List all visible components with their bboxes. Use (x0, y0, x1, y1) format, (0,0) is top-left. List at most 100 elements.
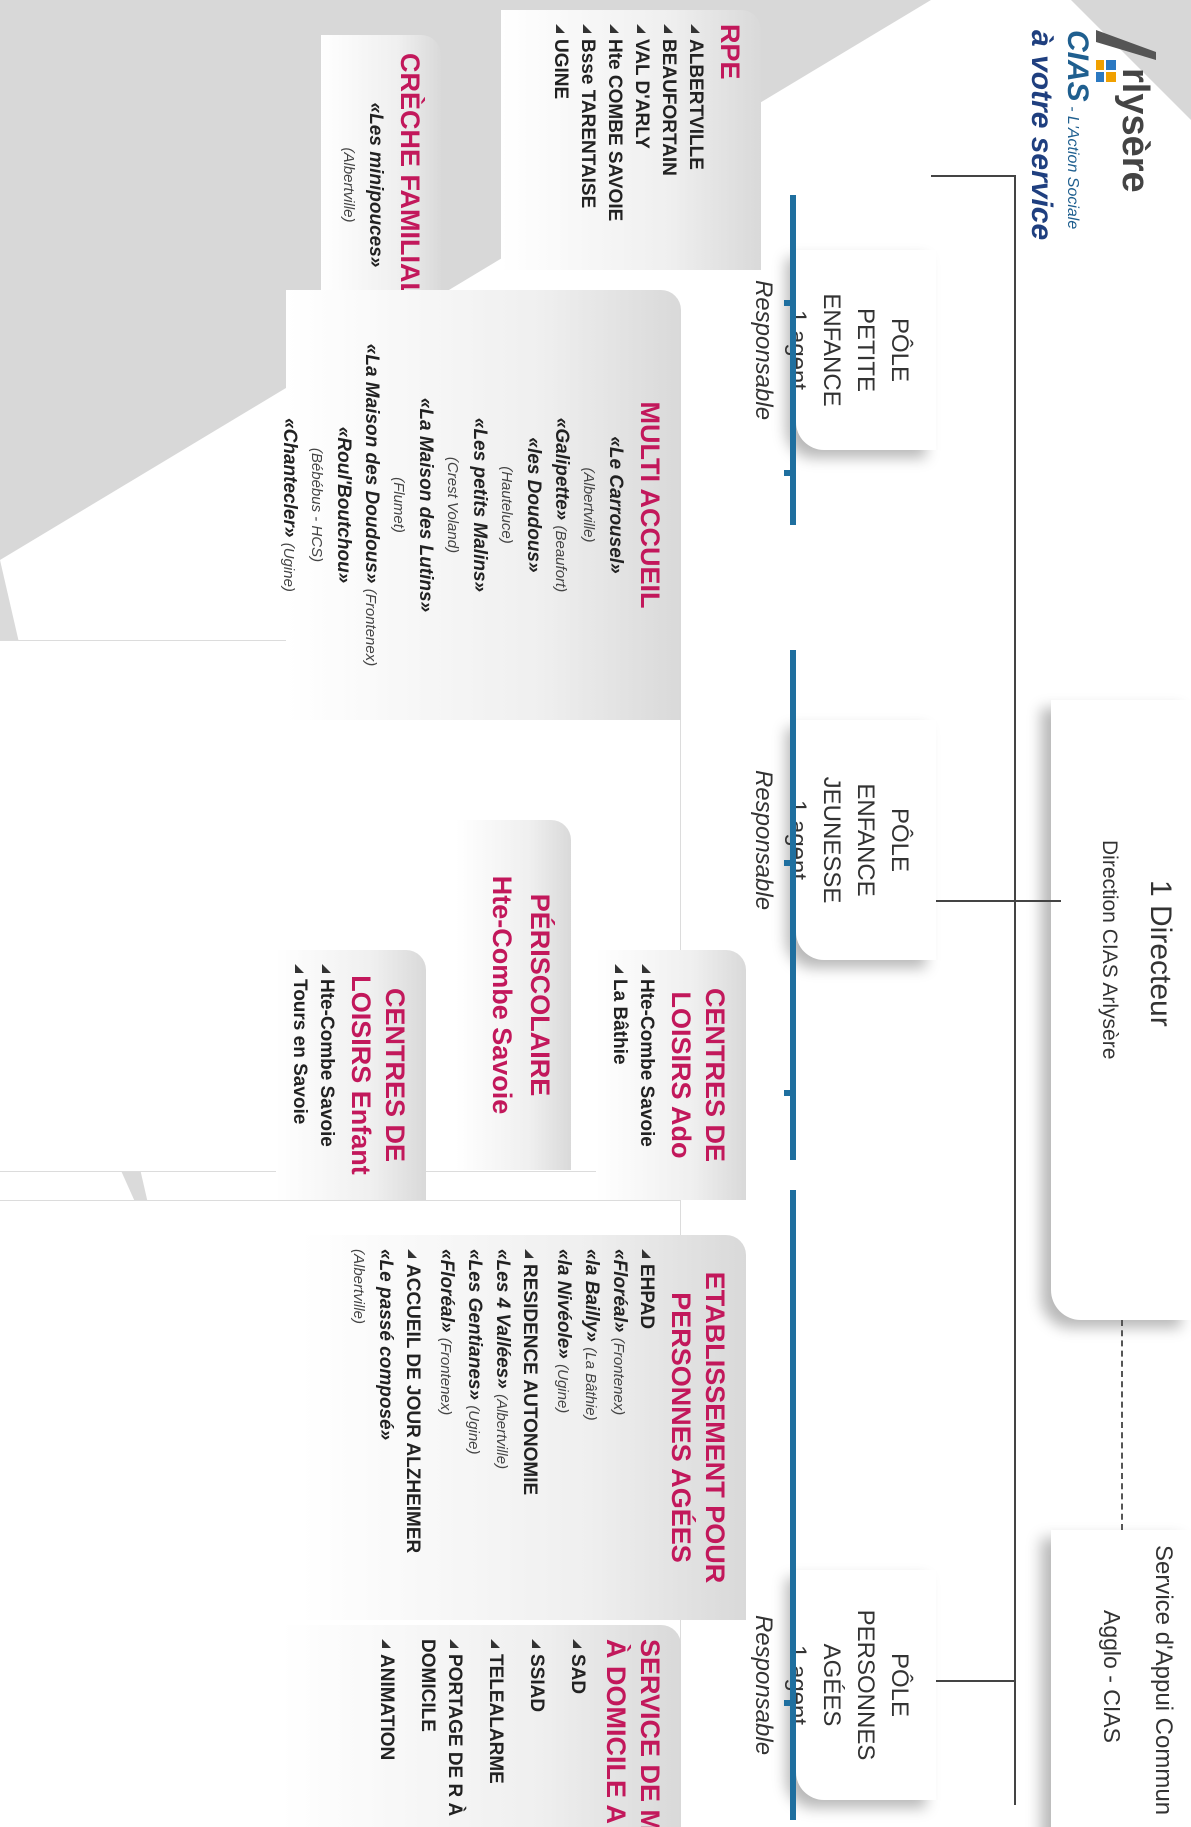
etab-ehpad: EHPAD (633, 1249, 660, 1606)
pole-name: PETITE ENFANCE (818, 293, 879, 407)
logo-cias: CIAS (1061, 30, 1094, 102)
creche-name: «Les minipouces» (365, 102, 386, 268)
pole-label: PÔLE (886, 807, 913, 873)
periscolaire-box: PÉRISCOLAIRE Hte-Combe Savoie (456, 820, 571, 1170)
pole-name: ENFANCE JEUNESSE (818, 776, 879, 904)
etab-ehpad2-loc: (La Bâthie) (582, 1347, 599, 1421)
etab-accueil: ACCUEIL DE JOUR ALZHEIMER (399, 1249, 426, 1606)
tick (784, 1700, 796, 1706)
multi-e8-loc: (Ugine) (280, 542, 297, 592)
pole-agents: 1 agent (784, 799, 811, 881)
enfant-item: Tours en Savoie (286, 964, 313, 1186)
etab-accueil1-loc: (Albertville) (350, 1249, 367, 1325)
multi-e4-loc: (Crest Voland) (444, 456, 461, 554)
enfant-title: CENTRES DE LOISIRS Enfant (346, 975, 410, 1175)
support-title: Service d'Appui Commun (1150, 1545, 1177, 1816)
multi-e3-loc: (Hauteluce) (498, 466, 515, 544)
multi-e7: «Roul'Boutchou» (333, 426, 354, 584)
etab-res2-loc: (Ugine) (465, 1405, 482, 1455)
logo-brand: rlysère (1114, 68, 1156, 193)
multi-e1: «Le Carrousel» (605, 436, 626, 574)
sad-item: SSIAD (523, 1639, 550, 1827)
tick (784, 300, 796, 306)
etab-ehpad1-loc: (Frontenex) (610, 1337, 627, 1416)
pole-petite-enfance: PÔLE PETITE ENFANCE 1 agent Responsable (750, 250, 936, 450)
pole-enfance-jeunesse: PÔLE ENFANCE JEUNESSE 1 agent Responsabl… (750, 720, 936, 960)
tick (784, 470, 796, 476)
multi-box: MULTI ACCUEIL «Le Carrousel» (Albertvill… (279, 290, 681, 720)
etab-ehpad1: «Floréal» (609, 1249, 630, 1333)
multi-e5: «La Maison des Lutins» (415, 397, 436, 613)
etab-ehpad2-row: «la Bailly» (La Bâthie) (577, 1249, 605, 1606)
rpe-item: BEAUFORTAIN (655, 24, 682, 256)
line-enfance-jeunesse (790, 650, 796, 1160)
pole-role: Responsable (750, 1614, 777, 1756)
rpe-item: Bsse TARENTAISE (574, 24, 601, 256)
multi-e3: «les Doudous» (523, 437, 544, 573)
multi-e1-loc: (Albertville) (580, 467, 597, 543)
pole-label: PÔLE (886, 317, 913, 383)
multi-e6: «La Maison des Doudous» (361, 343, 382, 584)
peri-title: PÉRISCOLAIRE (525, 893, 555, 1097)
etab-res3-loc: (Frontenex) (437, 1337, 454, 1416)
bg-shape-grey-3 (1071, 0, 1191, 120)
sad-item: ANIMATION (373, 1639, 400, 1827)
etab-res1: «Les 4 Vallées» (492, 1249, 513, 1389)
rpe-box: RPE ALBERTVILLE BEAUFORTAIN VAL D'ARLY H… (501, 10, 761, 270)
logo-cias-line: CIAS - L'Action Sociale (1060, 30, 1094, 229)
multi-row-2: «Galipette» (Beaufort) (547, 304, 575, 706)
connector-vl1 (931, 175, 1016, 177)
direction-title: 1 Directeur (1144, 880, 1177, 1027)
sad-item: PORTAGE DE R À DOMICILE (414, 1639, 468, 1827)
sad-title: SERVICE DE M À DOMICILE A (601, 1639, 665, 1827)
multi-title: MULTI ACCUEIL (635, 401, 665, 609)
dashed-link (1121, 1320, 1123, 1530)
pole-personnes-agees: PÔLE PERSONNES AGÉES 1 agent Responsable (750, 1570, 936, 1800)
multi-e6-loc: (Frontenex) (362, 588, 379, 667)
rpe-item: ALBERTVILLE (682, 24, 709, 256)
ado-box: CENTRES DE LOISIRS Ado Hte-Combe Savoie … (596, 950, 746, 1200)
etab-box: ETABLISSEMENT POUR PERSONNES AGÉES EHPAD… (301, 1235, 746, 1620)
etab-ehpad2: «la Bailly» (581, 1249, 602, 1342)
ado-item: Hte-Combe Savoie (633, 964, 660, 1186)
pole-agents: 1 agent (784, 309, 811, 391)
enfant-item: Hte-Combe Savoie (313, 964, 340, 1186)
logo-mark-icon (1096, 30, 1156, 82)
rpe-item: VAL D'ARLY (628, 24, 655, 256)
ado-item: La Bâthie (606, 964, 633, 1186)
pole-role: Responsable (750, 279, 777, 421)
pole-role: Responsable (750, 769, 777, 911)
etab-accueil1: «Le passé composé» (375, 1249, 396, 1441)
etab-res1-loc: (Albertville) (493, 1394, 510, 1470)
tick (784, 860, 796, 866)
etab-res2: «Les Gentianes» (464, 1249, 485, 1401)
multi-e7-loc: (Bébébus - HCS) (308, 447, 325, 563)
etab-res3: «Floréal» (436, 1249, 457, 1333)
pole-label: PÔLE (886, 1652, 913, 1718)
rpe-item: UGINE (547, 24, 574, 256)
connector-hline (1014, 175, 1016, 1805)
sad-box: SERVICE DE M À DOMICILE A SAD SSIAD TELE… (281, 1625, 681, 1827)
connector-vl3 (931, 1680, 1016, 1682)
etab-res: RESIDENCE AUTONOMIE (516, 1249, 543, 1606)
multi-row-6: «La Maison des Doudous» (Frontenex) (357, 304, 385, 706)
logo-tagline: à votre service (1025, 30, 1058, 241)
creche-loc: (Albertville) (340, 147, 357, 223)
sad-item: SAD (564, 1639, 591, 1827)
rpe-item: Hte COMBE SAVOIE (601, 24, 628, 256)
enfant-box: CENTRES DE LOISIRS Enfant Hte-Combe Savo… (276, 950, 426, 1200)
logo: rlysère CIAS - L'Action Sociale à votre … (966, 10, 1166, 270)
sad-item: TELEALARME (482, 1639, 509, 1827)
etab-res1-row: «Les 4 Vallées» (Albertville) (488, 1249, 516, 1606)
pole-agents: 1 agent (784, 1644, 811, 1726)
rpe-title: RPE (715, 24, 745, 80)
multi-e2-loc: (Beaufort) (552, 525, 569, 593)
etab-ehpad3-loc: (Ugine) (554, 1364, 571, 1414)
support-subtitle: Agglo - CIAS (1099, 1610, 1125, 1743)
etab-res2-row: «Les Gentianes» (Ugine) (460, 1249, 488, 1606)
etab-title: ETABLISSEMENT POUR PERSONNES AGÉES (666, 1271, 730, 1584)
multi-e5-loc: (Flumet) (390, 477, 407, 533)
etab-ehpad1-row: «Floréal» (Frontenex) (605, 1249, 633, 1606)
